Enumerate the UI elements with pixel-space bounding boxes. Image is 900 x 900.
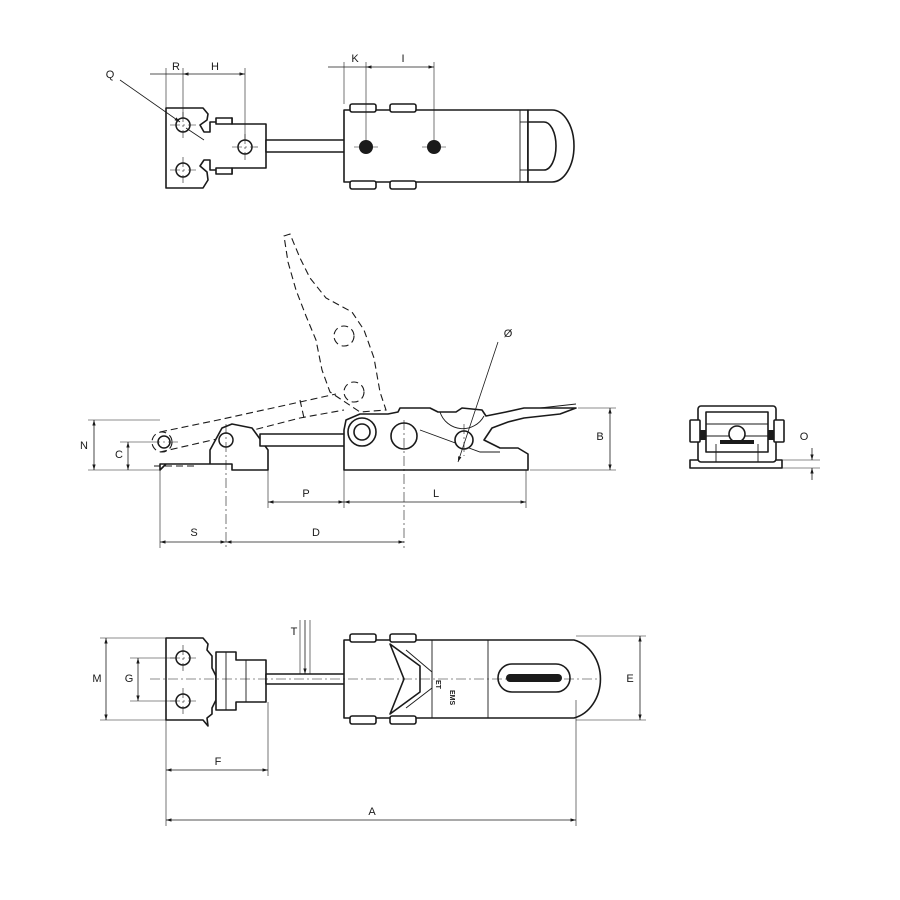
side-open-handle bbox=[283, 233, 387, 413]
end-view: O bbox=[689, 405, 820, 480]
side-view: Ø N C B P L S D bbox=[80, 233, 616, 548]
dim-label-l: L bbox=[433, 488, 439, 500]
dim-label-a: A bbox=[368, 806, 376, 818]
dim-label-m: M bbox=[92, 673, 101, 685]
dim-label-e: E bbox=[626, 673, 633, 685]
top-plate-slot bbox=[215, 117, 233, 125]
dim-label-i: I bbox=[401, 53, 404, 65]
side-rod bbox=[259, 433, 347, 447]
dim-label-s: S bbox=[190, 527, 197, 539]
dim-label-b: B bbox=[596, 431, 603, 443]
dim-label-r: R bbox=[172, 61, 180, 73]
dim-label-f: F bbox=[215, 756, 222, 768]
dim-label-t: T bbox=[291, 626, 298, 638]
bottom-bracket bbox=[215, 651, 267, 711]
dim-label-n: N bbox=[80, 440, 88, 452]
dim-label-g: G bbox=[125, 673, 134, 685]
top-rivet-1 bbox=[359, 140, 373, 154]
dim-label-q: Q bbox=[106, 69, 115, 81]
dim-label-d: D bbox=[312, 527, 320, 539]
dim-label-o: O bbox=[800, 431, 809, 443]
dim-label-diameter: Ø bbox=[504, 328, 513, 340]
top-base-plate bbox=[165, 107, 267, 189]
bottom-base-plate bbox=[165, 637, 217, 727]
dim-label-c: C bbox=[115, 449, 123, 461]
marking-et: ET bbox=[434, 680, 441, 690]
dim-label-h: H bbox=[211, 61, 219, 73]
dim-label-p: P bbox=[302, 488, 309, 500]
bottom-view: ET EMS T M G E F A bbox=[92, 620, 646, 826]
top-rod bbox=[265, 139, 347, 153]
top-view: Q R H K I bbox=[106, 53, 575, 190]
top-rivet-2 bbox=[427, 140, 441, 154]
side-base-plate bbox=[159, 423, 269, 471]
marking-ems: EMS bbox=[448, 690, 455, 706]
dim-label-k: K bbox=[351, 53, 359, 65]
top-plate-slot-2 bbox=[215, 167, 233, 175]
